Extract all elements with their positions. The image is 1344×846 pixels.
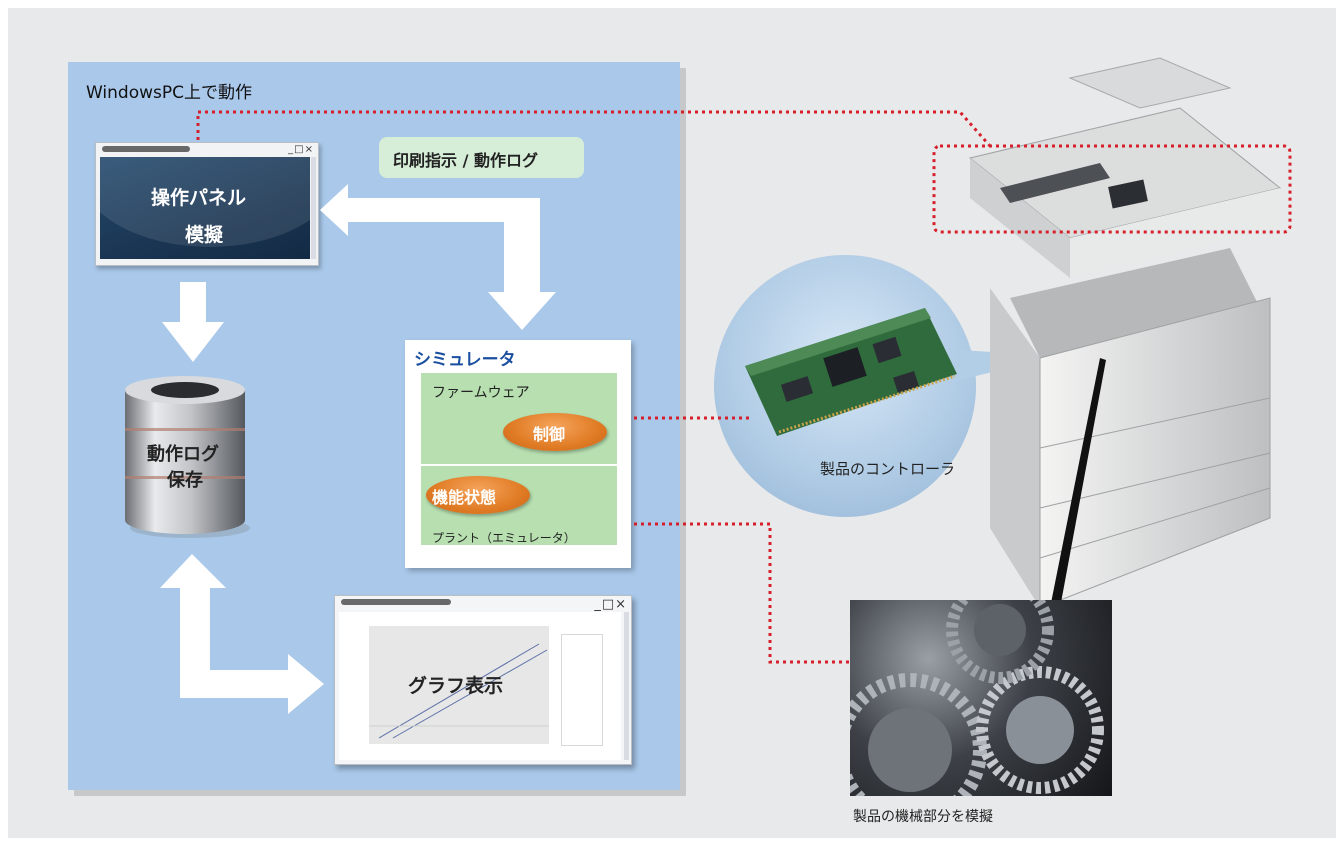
simulator-title: シミュレータ	[414, 350, 516, 370]
controller-board-image	[745, 308, 957, 436]
control-label: 制御	[533, 425, 566, 444]
plant-label: プラント（エミュレータ）	[432, 531, 576, 545]
operation-panel-sublabel: 模擬	[185, 224, 224, 246]
graph-window-body	[339, 612, 621, 760]
window-scrollbar	[311, 157, 316, 259]
graph-plot-area	[369, 626, 549, 744]
db-graph-arrow	[160, 554, 324, 714]
print-instruction-label: 印刷指示 / 動作ログ	[393, 151, 538, 170]
window-control-icons: _□×	[288, 144, 314, 155]
operation-panel-screen	[100, 157, 310, 259]
graph-legend	[561, 634, 603, 746]
firmware-area	[421, 373, 617, 545]
operation-panel-window: _□×	[95, 142, 319, 266]
graph-window: _□×	[334, 595, 632, 765]
panel-to-db-arrow	[162, 282, 224, 362]
graph-label: グラフ表示	[408, 675, 504, 697]
gears-drawing	[850, 600, 1104, 796]
operation-panel-label: 操作パネル	[151, 187, 247, 209]
state-label: 機能状態	[432, 488, 497, 507]
log-storage-sublabel: 保存	[167, 470, 203, 491]
graph-lines	[369, 643, 549, 739]
window-title-text	[102, 146, 190, 152]
control-oval	[503, 413, 607, 451]
mechanics-label: 製品の機械部分を模擬	[853, 809, 993, 825]
window-control-icons: _□×	[594, 597, 627, 612]
window-title-text	[341, 599, 451, 605]
window-scrollbar	[624, 612, 629, 760]
log-storage-label: 動作ログ	[147, 444, 219, 465]
firmware-plant-divider	[421, 464, 617, 466]
state-oval	[426, 476, 530, 514]
mechanical-parts-image	[850, 600, 1112, 796]
controller-label: 製品のコントローラ	[820, 460, 956, 478]
pc-area-title: WindowsPC上で動作	[86, 83, 253, 103]
panel-simulator-arrow	[320, 184, 556, 330]
firmware-label: ファームウェア	[432, 385, 530, 401]
copier-image	[968, 57, 1282, 608]
database-icon	[125, 376, 250, 538]
